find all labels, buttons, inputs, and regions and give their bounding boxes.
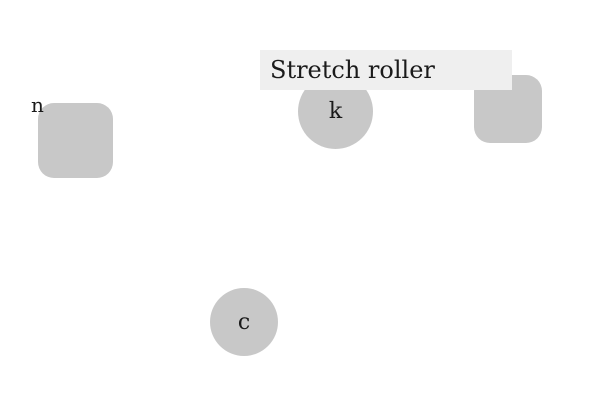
rounded-square-n[interactable] bbox=[38, 103, 113, 178]
circle-label-c: c bbox=[237, 309, 251, 335]
shape-label-n: n bbox=[31, 93, 44, 117]
circle-c[interactable]: c bbox=[210, 288, 278, 356]
circle-label-k: k bbox=[328, 99, 343, 124]
tooltip: Stretch roller bbox=[260, 50, 512, 90]
tooltip-text: Stretch roller bbox=[270, 56, 435, 84]
